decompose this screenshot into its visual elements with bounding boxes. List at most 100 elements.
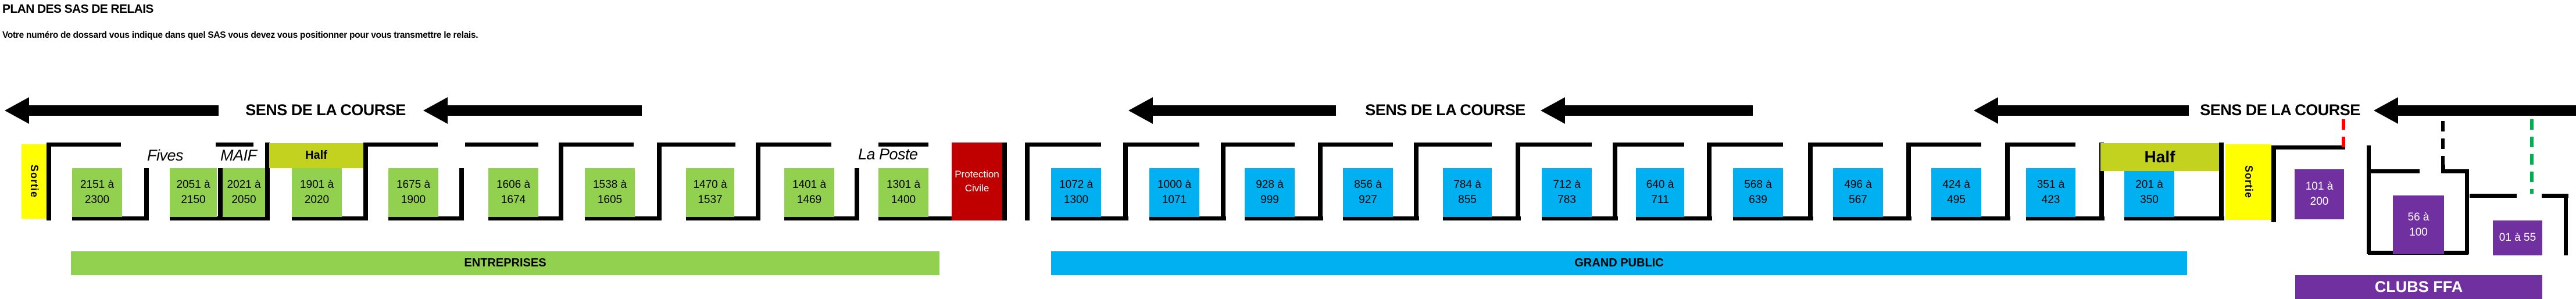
fence-wall <box>1707 143 1712 220</box>
fence-top-bar <box>1321 143 1393 147</box>
fence-wall <box>1414 143 1419 220</box>
sas-box: 2021 à 2050 <box>223 168 265 217</box>
fence-bottom-bar <box>784 216 859 220</box>
fence-top-bar <box>1616 143 1684 147</box>
direction-arrow-left <box>423 97 642 124</box>
fence-wall <box>218 168 223 220</box>
page-title: PLAN DES SAS DE RELAIS <box>2 2 153 16</box>
sas-box: 1401 à 1469 <box>784 168 834 217</box>
fence-wall <box>2441 165 2445 173</box>
fence-wall <box>1808 143 1813 220</box>
sortie-banner: Sortie <box>22 144 47 219</box>
sas-box: 496 à 567 <box>1833 168 1883 217</box>
sas-box: 1000 à 1071 <box>1149 168 1199 217</box>
sas-box: 2051 à 2150 <box>170 168 217 217</box>
sas-box: 856 à 927 <box>1343 168 1393 217</box>
fence-top-bar <box>1909 143 1981 147</box>
fence-wall <box>2219 143 2224 220</box>
fence-wall <box>144 168 149 220</box>
direction-arrow-left <box>5 97 219 124</box>
fence-bottom-bar <box>1542 216 1618 220</box>
fence-bottom-bar <box>2124 216 2224 220</box>
sas-box: 351 à 423 <box>2026 168 2075 217</box>
fence-top-bar <box>367 143 438 147</box>
fence-wall <box>2370 169 2420 173</box>
fence-bottom-bar <box>1149 216 1226 220</box>
fence-wall <box>559 143 563 220</box>
fence-bottom-bar <box>292 216 367 220</box>
sas-box: 1470 à 1537 <box>686 168 734 217</box>
protection-civile-box: Protection Civile <box>952 143 1002 220</box>
fence-bottom-bar <box>686 216 760 220</box>
fence-top-bar <box>1811 143 1883 147</box>
fence-bottom-bar <box>1733 216 1813 220</box>
sas-box: 56 à 100 <box>2393 195 2444 254</box>
fence-bottom-bar <box>1051 216 1128 220</box>
sas-box: 424 à 495 <box>1931 168 1981 217</box>
fence-wall <box>2005 143 2010 220</box>
fence-top-bar <box>1126 143 1199 147</box>
fence-bottom-bar <box>388 216 463 220</box>
direction-arrow-left <box>2374 97 2576 124</box>
fence-bottom-bar <box>585 216 660 220</box>
fence-wall <box>1221 143 1226 220</box>
fence-top-bar <box>2008 143 2075 147</box>
fence-wall <box>1613 143 1617 220</box>
fence-wall <box>363 143 368 220</box>
fence-wall <box>1123 143 1128 220</box>
fence-wall <box>657 143 662 220</box>
sas-box: 1901 à 2020 <box>292 168 342 217</box>
fence-wall <box>2443 169 2468 173</box>
direction-label: SENS DE LA COURSE <box>1365 101 1525 119</box>
fence-wall <box>459 168 464 220</box>
fence-top-bar <box>878 143 928 147</box>
sas-box: 784 à 855 <box>1443 168 1492 217</box>
fence-top-bar <box>1028 143 1101 147</box>
fence-top-bar <box>2271 145 2345 150</box>
sas-box: 201 à 350 <box>2124 168 2174 217</box>
fence-wall <box>1025 143 1030 220</box>
dashed-line <box>2530 119 2534 194</box>
sas-box: 101 à 200 <box>2295 169 2344 219</box>
fence-top-bar <box>1417 143 1492 147</box>
fence-top-bar <box>1519 143 1592 147</box>
dashed-line <box>2342 119 2345 147</box>
sortie-banner: Sortie <box>2225 144 2271 220</box>
fence-top-bar <box>216 143 253 147</box>
fence-wall <box>1002 143 1007 220</box>
fence-bottom-bar <box>878 216 952 220</box>
page-subtitle: Votre numéro de dossard vous indique dan… <box>2 30 478 40</box>
fence-bottom-bar <box>1245 216 1323 220</box>
fence-wall <box>1906 143 1911 220</box>
sponsor-label: La Poste <box>858 145 918 163</box>
fence-wall <box>756 143 760 220</box>
direction-arrow-left <box>1128 97 1336 124</box>
direction-label: SENS DE LA COURSE <box>245 101 406 119</box>
fence-wall <box>2542 194 2568 198</box>
sas-box: 928 à 999 <box>1245 168 1295 217</box>
fence-bottom-bar <box>1443 216 1521 220</box>
fence-top-bar <box>47 143 121 147</box>
fence-wall <box>1516 143 1520 220</box>
fence-wall <box>47 143 51 220</box>
sas-box: 2151 à 2300 <box>72 168 122 217</box>
sas-box: 1072 à 1300 <box>1051 168 1101 217</box>
fence-wall <box>2564 194 2568 255</box>
fence-bottom-bar <box>72 216 145 220</box>
fence-wall <box>2470 194 2517 198</box>
fence-bottom-bar <box>1833 216 1912 220</box>
sas-box: 01 à 55 <box>2493 220 2542 255</box>
fence-wall <box>2099 143 2104 220</box>
direction-label: SENS DE LA COURSE <box>2200 101 2360 119</box>
direction-arrow-left <box>1541 97 1753 124</box>
direction-arrow-left <box>1974 97 2189 124</box>
half-banner: Half <box>269 143 363 168</box>
fence-top-bar <box>1710 143 1783 147</box>
fence-bottom-bar <box>1931 216 2010 220</box>
fence-top-bar <box>1224 143 1295 147</box>
category-bar: ENTREPRISES <box>71 251 939 275</box>
sponsor-label: MAIF <box>220 147 257 164</box>
sas-box: 1301 à 1400 <box>878 168 928 217</box>
fence-wall <box>2271 145 2276 222</box>
